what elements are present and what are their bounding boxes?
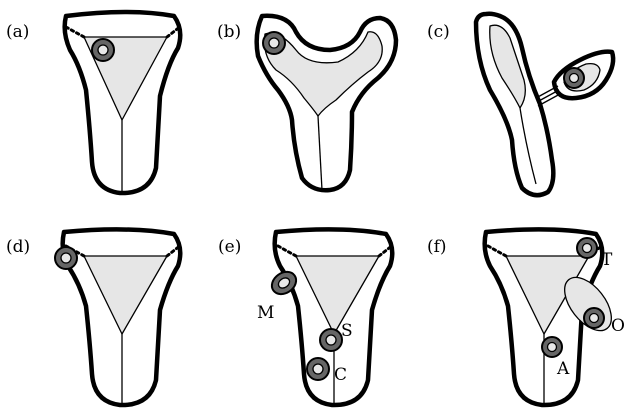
marker-label-o: O: [611, 316, 625, 336]
panel-c: (c): [427, 14, 613, 195]
panel-a: (a): [6, 12, 181, 193]
panel-b: (b): [217, 16, 396, 190]
panel-e: (e) M S C: [218, 229, 393, 405]
ring-marker-s: [320, 329, 342, 351]
marker-label-t: T: [601, 250, 613, 270]
panel-label-f: (f): [427, 237, 447, 257]
ring-marker-a: [542, 337, 562, 357]
panel-d: (d): [6, 229, 181, 405]
panel-label-c: (c): [427, 22, 450, 42]
ring-marker: [263, 32, 285, 54]
panel-label-e: (e): [218, 237, 241, 257]
panel-label-a: (a): [6, 22, 29, 42]
panel-label-b: (b): [217, 22, 241, 42]
ring-marker: [55, 247, 77, 269]
ring-marker: [564, 68, 584, 88]
marker-label-s: S: [341, 321, 353, 341]
marker-label-m: M: [257, 303, 274, 323]
marker-label-a: A: [556, 359, 570, 379]
ring-marker-o: [584, 308, 604, 328]
ring-marker: [92, 39, 114, 61]
panel-f: (f) T O A: [427, 229, 625, 405]
ring-marker-c: [307, 358, 329, 380]
marker-label-c: C: [334, 365, 347, 385]
panel-label-d: (d): [6, 237, 30, 257]
ring-marker-t: [577, 238, 597, 258]
